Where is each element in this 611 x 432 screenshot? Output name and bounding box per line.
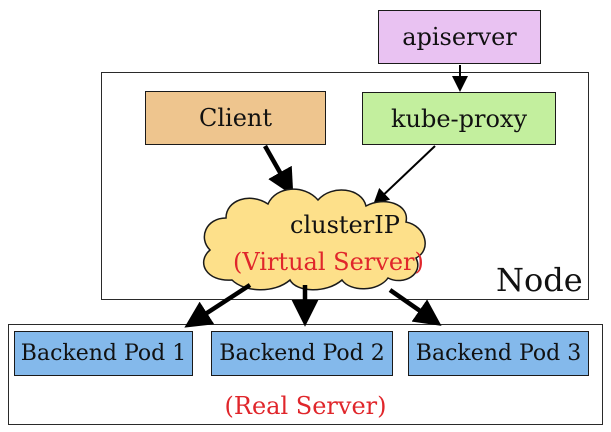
kube-proxy-box: kube-proxy [362,92,556,145]
backend-pod-1-label: Backend Pod 1 [20,341,187,366]
cluster-ip-cloud: clusterIP (Virtual Server) [202,188,426,291]
backend-pod-1: Backend Pod 1 [14,331,193,376]
kube-proxy-label: kube-proxy [390,104,528,133]
backend-pod-2: Backend Pod 2 [211,331,393,376]
arrow-kube-proxy-to-cluster-ip [373,145,436,205]
arrow-cluster-ip-to-pod-1 [184,283,252,328]
backend-pod-3-label: Backend Pod 3 [415,341,582,366]
node-group-label: Node [496,261,583,299]
client-label: Client [198,104,273,132]
backend-pod-3: Backend Pod 3 [408,331,589,376]
virtual-server-label: (Virtual Server) [233,248,424,276]
backend-pod-2-label: Backend Pod 2 [219,341,385,366]
apiserver-box: apiserver [378,10,541,64]
cluster-ip-label: clusterIP [290,211,400,239]
real-server-label: (Real Server) [224,392,387,420]
client-box: Client [145,91,326,145]
arrow-cluster-ip-to-pod-3 [388,288,442,326]
arrow-client-to-cluster-ip [263,144,294,196]
node-group-frame [101,72,589,300]
apiserver-label: apiserver [402,23,517,51]
